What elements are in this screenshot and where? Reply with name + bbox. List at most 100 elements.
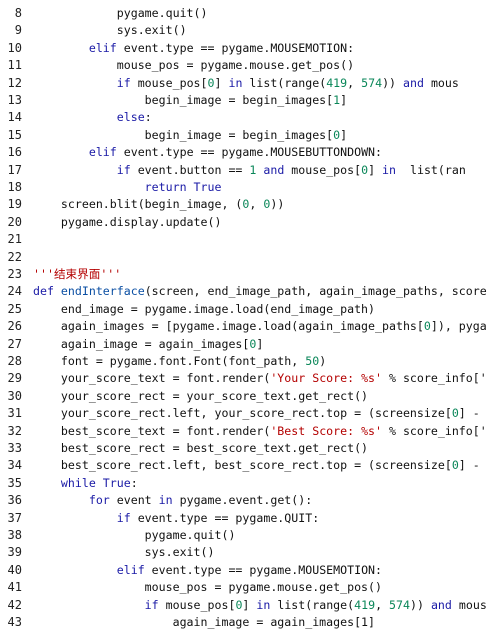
- code-token: while True: [33, 475, 131, 490]
- code-text: pygame.quit(): [33, 527, 236, 544]
- code-token: ]: [340, 127, 348, 142]
- code-token: mouse_pos = pygame.mouse.get_pos(): [33, 580, 383, 595]
- code-line: 35 while True:: [0, 475, 500, 492]
- code-token: ] -: [458, 406, 480, 421]
- line-number: 17: [7, 162, 22, 177]
- code-line: 18 return True: [0, 179, 500, 196]
- code-token: best_score_text = font.render(: [33, 423, 271, 438]
- line-number: 20: [7, 214, 22, 229]
- code-line: 40 elif event.type == pygame.MOUSEMOTION…: [0, 562, 500, 579]
- code-text: begin_image = begin_images[0]: [33, 127, 347, 144]
- code-text: if mouse_pos[0] in list(range(419, 574))…: [33, 75, 459, 92]
- code-token: best_score_rect.left, best_score_rect.to…: [33, 458, 452, 473]
- code-token: 50: [305, 354, 320, 368]
- line-number: 26: [7, 319, 22, 334]
- code-line: 23 '''结束界面''': [0, 266, 500, 283]
- line-number: 12: [7, 75, 22, 90]
- line-number: 16: [7, 145, 22, 160]
- code-text: '''结束界面''': [33, 266, 121, 283]
- code-token: mous: [430, 75, 459, 90]
- line-number: 30: [7, 388, 22, 403]
- code-token: pygame.quit(): [33, 6, 208, 20]
- code-token: sys.exit(): [33, 545, 215, 560]
- code-text: else:: [33, 109, 152, 126]
- line-number: 28: [7, 354, 22, 368]
- code-token: event.type == pygame.QUIT:: [137, 510, 320, 525]
- code-token: 419: [326, 75, 348, 90]
- code-token: list(range(: [249, 75, 327, 90]
- code-token: 1: [249, 162, 257, 177]
- code-token: event.type == pygame.MOUSEMOTION:: [123, 40, 355, 55]
- code-token: in: [158, 493, 180, 508]
- code-token: sys.exit(): [33, 23, 187, 38]
- line-number: 10: [7, 40, 22, 55]
- line-number: 41: [7, 580, 22, 595]
- code-token: mouse_pos = pygame.mouse.get_pos(): [33, 58, 355, 73]
- code-token: for: [33, 493, 117, 508]
- code-text: elif event.type == pygame.MOUSEBUTTONDOW…: [33, 144, 382, 161]
- code-token: 'Best Score: %s': [270, 423, 383, 438]
- code-text: elif event.type == pygame.MOUSEMOTION:: [33, 562, 382, 579]
- code-line: 41 mouse_pos = pygame.mouse.get_pos(): [0, 579, 500, 596]
- line-number: 11: [7, 58, 22, 73]
- code-line: 31 your_score_rect.left, your_score_rect…: [0, 405, 500, 422]
- code-line: 21: [0, 231, 500, 248]
- code-token: if: [33, 162, 138, 177]
- code-token: (screen, end_image_path, again_image_pat…: [144, 284, 487, 299]
- line-number: 42: [7, 597, 22, 612]
- line-number: 29: [7, 371, 22, 386]
- code-text: if event.button == 1 and mouse_pos[0] in…: [33, 162, 466, 179]
- code-token: your_score_rect.left, your_score_rect.to…: [33, 406, 452, 421]
- code-token: ): [319, 354, 327, 368]
- code-token: )): [382, 75, 404, 90]
- code-token: :: [144, 110, 152, 125]
- code-token: 'Your Score: %s': [270, 371, 383, 386]
- code-token: else: [33, 110, 145, 125]
- line-number: 9: [14, 23, 22, 38]
- line-number: 21: [7, 232, 22, 247]
- code-line: 10 elif event.type == pygame.MOUSEMOTION…: [0, 40, 500, 57]
- code-text: best_score_rect = best_score_text.get_re…: [33, 440, 368, 457]
- code-token: list(range(: [277, 597, 355, 612]
- code-token: pygame.quit(): [33, 528, 236, 542]
- code-token: endInterface: [60, 284, 145, 299]
- code-line: 17 if event.button == 1 and mouse_pos[0]…: [0, 162, 500, 179]
- code-token: elif: [33, 145, 124, 160]
- code-text: pygame.quit(): [33, 5, 208, 22]
- code-token: ] -: [458, 458, 480, 473]
- code-token: end_image = pygame.image.load(end_image_…: [33, 301, 376, 316]
- code-line: 37 if event.type == pygame.QUIT:: [0, 510, 500, 527]
- code-token: in: [256, 597, 278, 612]
- code-text: begin_image = begin_images[1]: [33, 92, 347, 109]
- code-token: ,: [249, 197, 264, 212]
- code-text: return True: [33, 179, 222, 196]
- code-text: elif event.type == pygame.MOUSEMOTION:: [33, 40, 354, 57]
- code-token: if: [33, 75, 138, 90]
- code-token: % score_info[': [382, 371, 487, 386]
- line-number: 32: [7, 423, 22, 438]
- line-number: 31: [7, 406, 22, 421]
- code-token: your_score_text = font.render(: [33, 371, 271, 386]
- line-number: 38: [7, 528, 22, 542]
- code-token: in: [382, 162, 403, 177]
- code-token: list(ran: [403, 162, 466, 177]
- code-line: 32 best_score_text = font.render('Best S…: [0, 423, 500, 440]
- code-line: 15 begin_image = begin_images[0]: [0, 127, 500, 144]
- line-number: 27: [7, 336, 22, 351]
- line-number: 23: [7, 267, 22, 281]
- line-number: 24: [7, 284, 22, 299]
- code-line: 39 sys.exit(): [0, 544, 500, 561]
- line-number: 40: [7, 562, 22, 577]
- code-token: 0: [235, 597, 243, 612]
- code-line: 28 font = pygame.font.Font(font_path, 50…: [0, 353, 500, 370]
- code-token: 0: [451, 406, 459, 421]
- code-token: pygame.display.update(): [33, 214, 222, 229]
- code-text: best_score_text = font.render('Best Scor…: [33, 423, 487, 440]
- line-number: 35: [7, 475, 22, 490]
- code-line: 34 best_score_rect.left, best_score_rect…: [0, 457, 500, 474]
- line-number: 19: [7, 197, 22, 212]
- code-token: mouse_pos[: [165, 597, 236, 612]
- line-number: 37: [7, 510, 22, 525]
- line-number: 39: [7, 545, 22, 560]
